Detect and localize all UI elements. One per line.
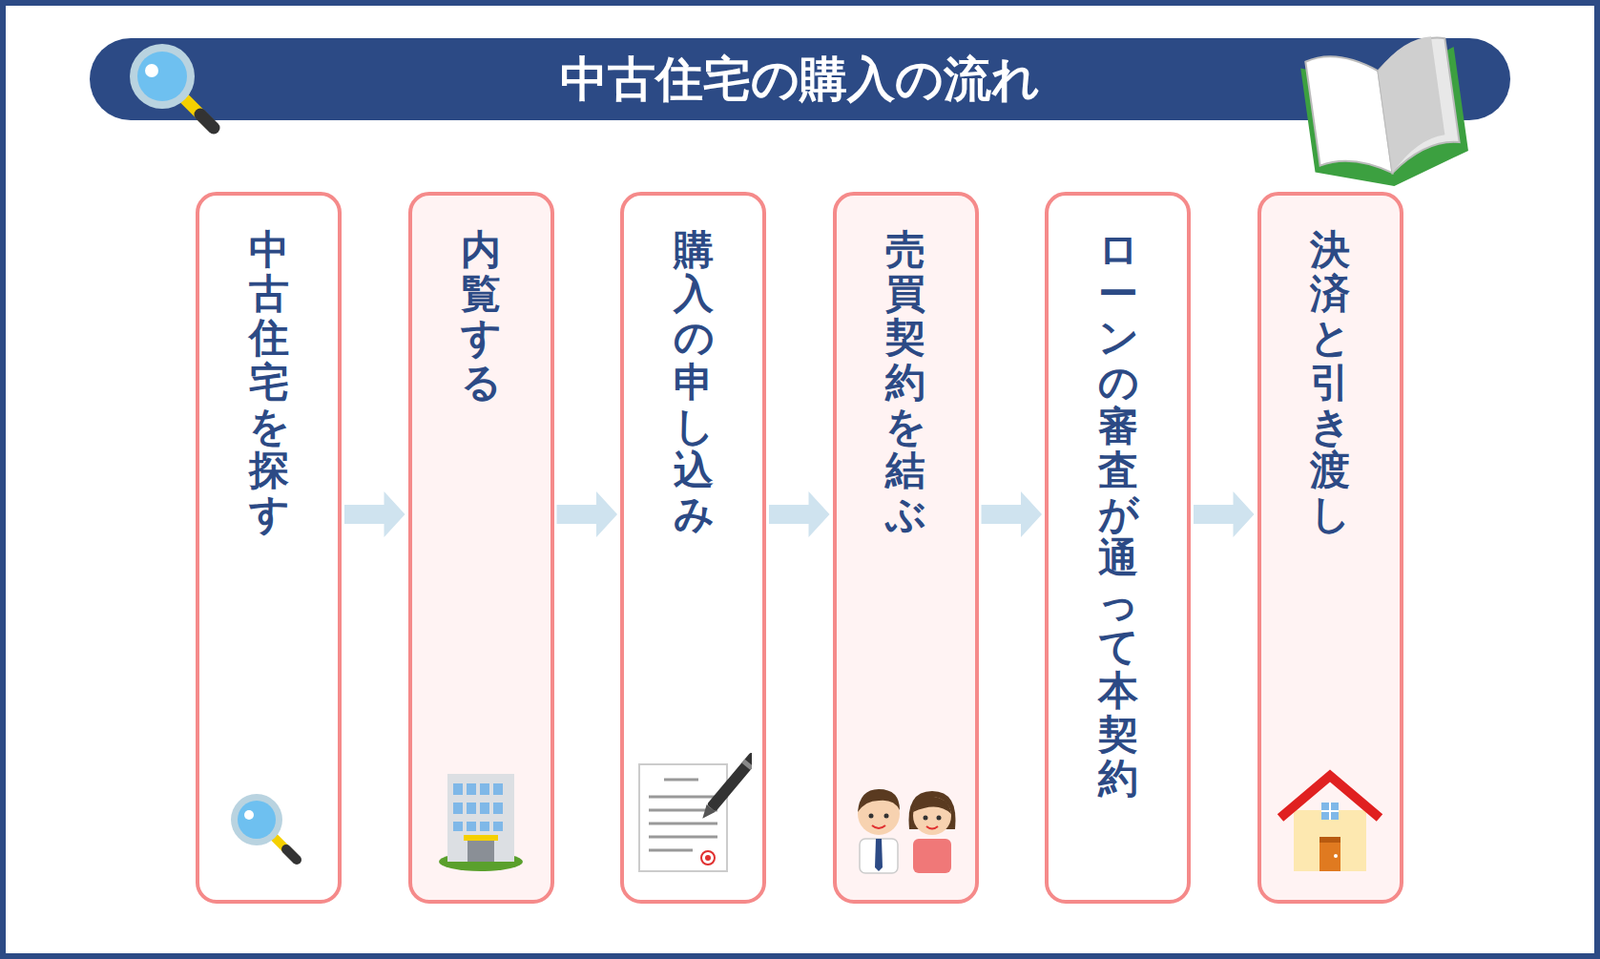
page-title: 中古住宅の購入の流れ [89, 38, 1511, 121]
flow-arrow [768, 491, 831, 538]
flow-arrow [344, 491, 406, 538]
step-box: ローンの審査が通って本契約 [1044, 191, 1191, 904]
step-label: 中古住宅を探す [249, 228, 290, 537]
book-icon [1298, 33, 1472, 197]
step-label: 決済と引き渡し [1309, 228, 1351, 537]
magnifier-icon [226, 789, 312, 875]
building-icon [433, 769, 529, 875]
document-pen-icon [635, 750, 752, 875]
house-icon [1274, 768, 1386, 875]
title-bar: 中古住宅の購入の流れ [89, 38, 1511, 121]
step-box: 購入の申し込み [620, 191, 767, 904]
step-label: ローンの審査が通って本契約 [1098, 228, 1139, 801]
step-box: 決済と引き渡し [1257, 191, 1404, 904]
step-box: 中古住宅を探す [195, 191, 342, 904]
step-label: 内覧する [460, 228, 501, 405]
step-label: 売買契約を結ぶ [885, 228, 926, 537]
step-label: 購入の申し込み [673, 228, 714, 537]
flow-arrow [1193, 491, 1255, 538]
step-box: 内覧する [408, 191, 555, 904]
flow-arrow [557, 491, 619, 538]
magnifier-icon [129, 43, 214, 128]
people-icon [846, 775, 965, 875]
flow-arrow [981, 491, 1043, 538]
step-box: 売買契約を結ぶ [832, 191, 979, 904]
